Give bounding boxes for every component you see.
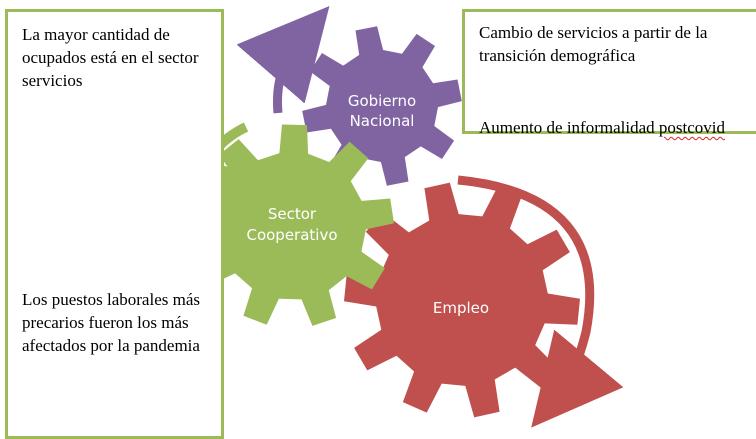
sector-servicios-text: La mayor cantidad de ocupados está en el… bbox=[22, 25, 199, 90]
sector-label-line1: Sector bbox=[268, 205, 317, 223]
gobierno-nacional-gear bbox=[302, 26, 462, 186]
right-text-box: Cambio de servicios a partir de la trans… bbox=[462, 9, 756, 137]
gear-shape bbox=[190, 124, 394, 326]
sector-label-line2: Cooperativo bbox=[246, 226, 337, 244]
gobierno-label-line1: Gobierno bbox=[348, 92, 416, 110]
informalidad-text: Aumento de informalidad postcovid bbox=[479, 116, 745, 139]
left-text-box: La mayor cantidad de ocupados está en el… bbox=[5, 9, 224, 439]
gear-shape bbox=[344, 182, 580, 418]
informalidad-prefix: Aumento de informalidad bbox=[479, 118, 659, 137]
red-curved-arrow bbox=[457, 175, 624, 428]
gear-shape bbox=[302, 26, 462, 186]
sector-cooperativo-gear bbox=[190, 124, 394, 326]
gear-diagram: Gobierno Nacional Sector Cooperativo Emp… bbox=[146, 5, 624, 428]
purple-curved-arrow bbox=[236, 5, 330, 114]
puestos-laborales-text: Los puestos laborales más precarios fuer… bbox=[22, 290, 200, 355]
gobierno-label-line2: Nacional bbox=[350, 112, 415, 130]
empleo-gear bbox=[344, 182, 580, 418]
postcovid-word: postcovid bbox=[658, 118, 725, 137]
empleo-label: Empleo bbox=[433, 299, 489, 317]
transicion-demografica-text: Cambio de servicios a partir de la trans… bbox=[479, 23, 708, 65]
